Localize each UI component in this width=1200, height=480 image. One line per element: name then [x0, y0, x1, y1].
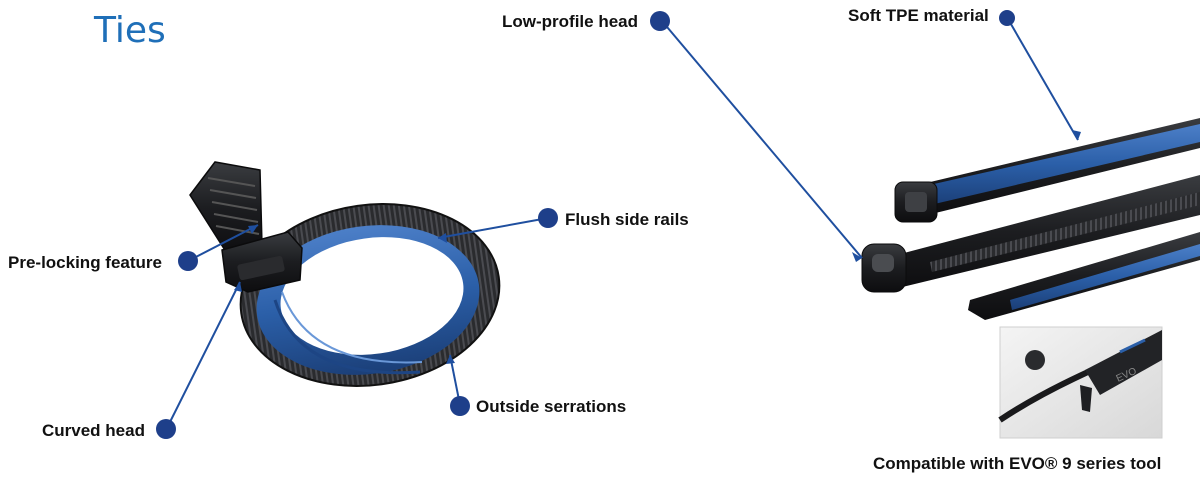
label-pre-locking-feature: Pre-locking feature	[8, 253, 162, 272]
leader-low-profile-head	[661, 20, 863, 259]
page-title: Ties	[94, 10, 166, 51]
callout-dots	[156, 10, 1015, 439]
leader-arrowheads	[234, 130, 1081, 364]
label-low-profile-head: Low-profile head	[502, 12, 638, 31]
looped-cable-tie	[189, 161, 501, 387]
dot-curved-head	[156, 419, 176, 439]
label-outside-serrations: Outside serrations	[476, 397, 627, 416]
dot-soft-tpe	[999, 10, 1015, 26]
evo-tool-inset-photo: EVO	[998, 326, 1163, 439]
leader-flush-rails	[437, 217, 549, 239]
tie-bottom-blue-band	[1010, 244, 1200, 310]
label-flush-side-rails: Flush side rails	[565, 210, 689, 229]
dot-low-profile-head	[650, 11, 670, 31]
tie-loop-hole	[280, 237, 464, 355]
tie-top-blue-band	[925, 124, 1200, 205]
label-soft-tpe-material: Soft TPE material	[848, 6, 989, 25]
dot-outside-serrations	[450, 396, 470, 416]
dot-pre-locking	[178, 251, 198, 271]
inset-caption: Compatible with EVO® 9 series tool	[873, 454, 1162, 473]
dot-flush-rails	[538, 208, 558, 228]
straight-cable-ties	[861, 118, 1200, 320]
leader-soft-tpe	[1007, 18, 1079, 141]
label-curved-head: Curved head	[42, 421, 145, 440]
leader-pre-locking	[189, 224, 259, 261]
leader-curved-head	[166, 281, 241, 429]
